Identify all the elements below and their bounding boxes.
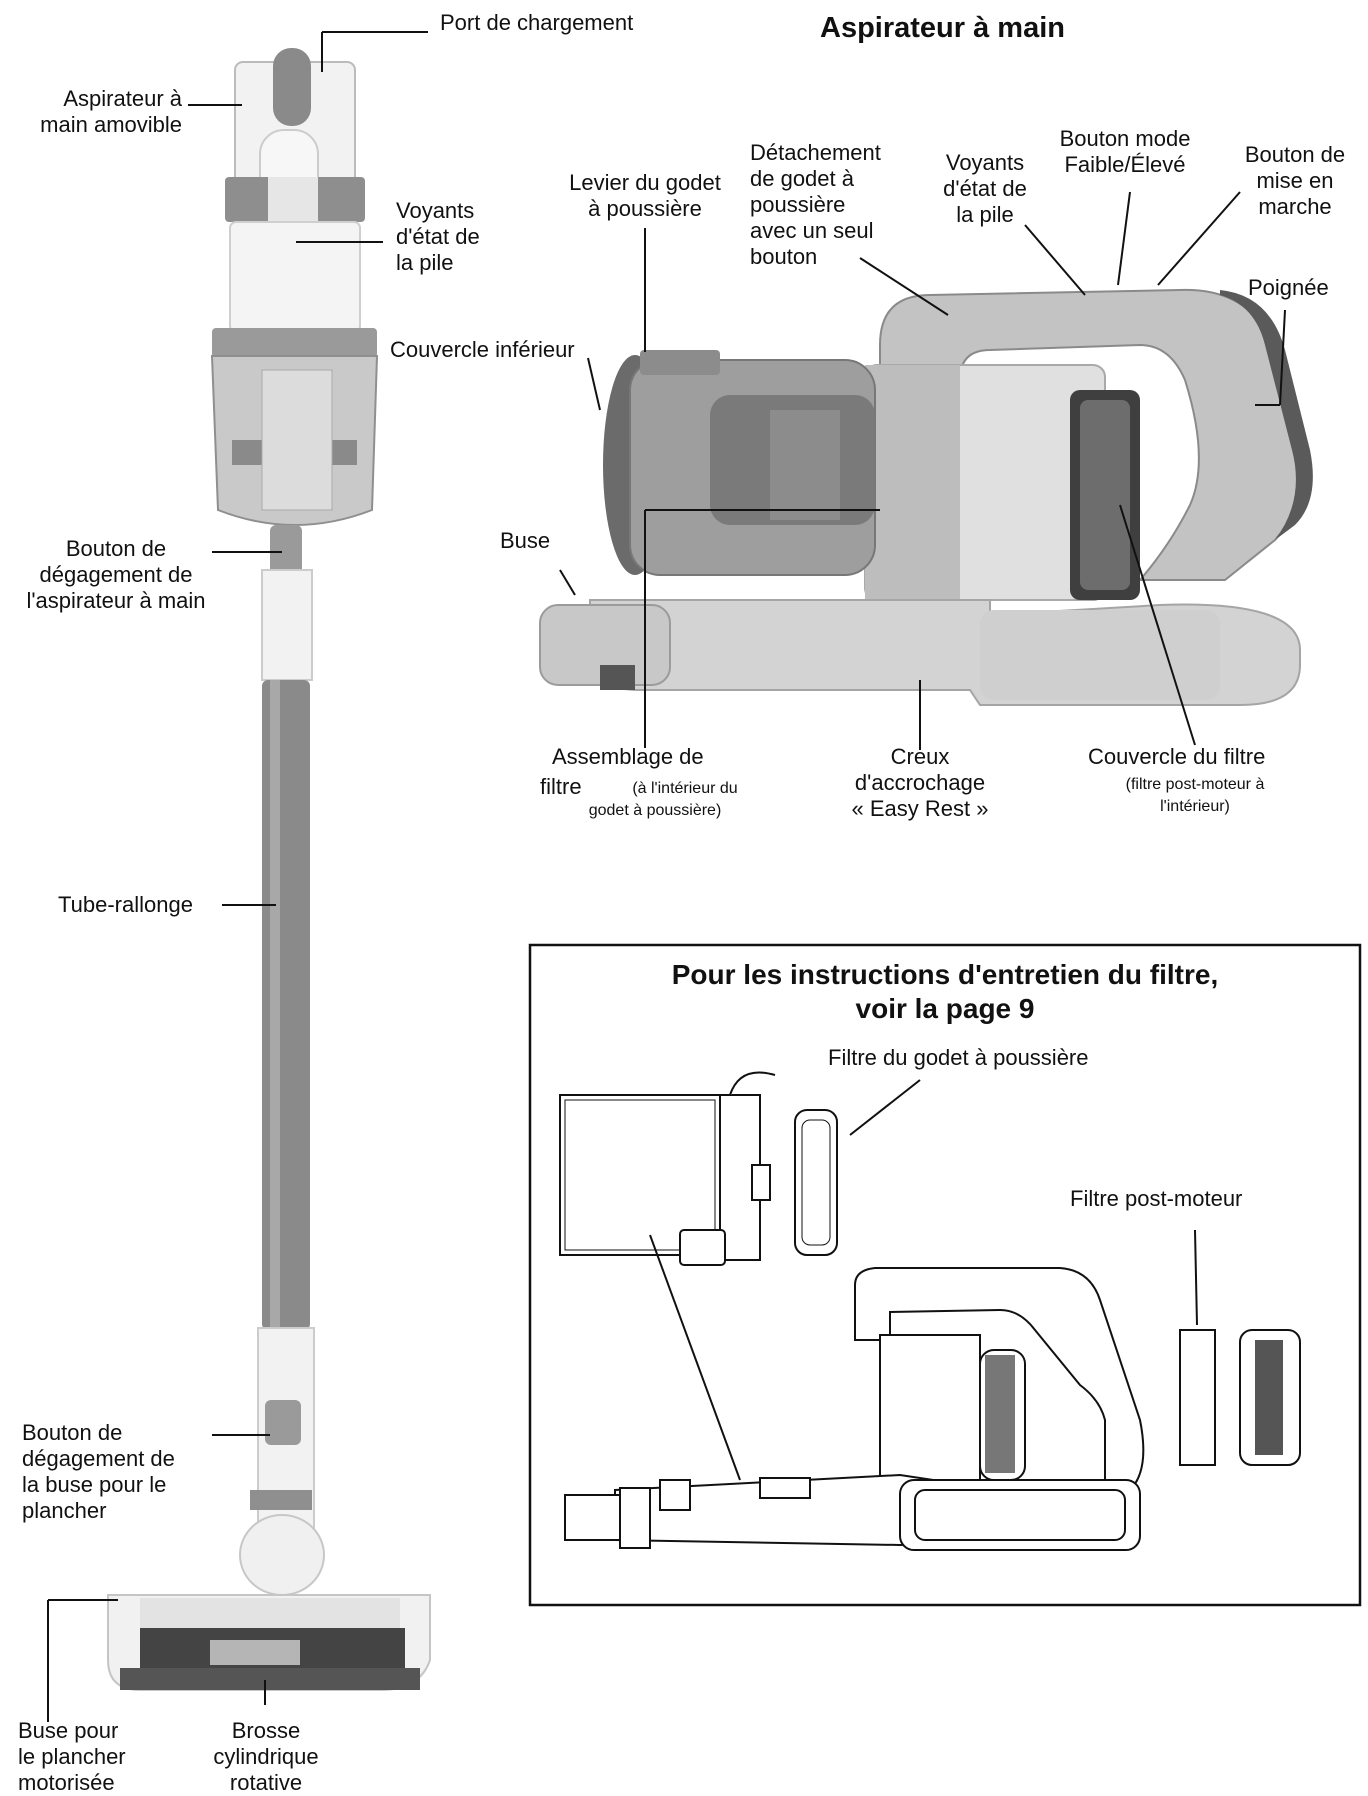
label-dust-cup-filter: Filtre du godet à poussière [828, 1045, 1089, 1070]
label-one-button-release: Détachement de godet à poussière avec un… [750, 140, 881, 269]
filter-box-frame [528, 943, 1362, 1607]
stick-vacuum-illustration [107, 48, 431, 1691]
label-filter-cover: Couvercle du filtre [1088, 744, 1266, 769]
page-title: Aspirateur à main [820, 12, 1065, 44]
label-brush-roll: Brosse cylindrique rotative [213, 1718, 319, 1795]
label-filter-assembly-2: filtre [540, 774, 582, 800]
label-handle: Poignée [1248, 275, 1329, 300]
label-power-button: Bouton de mise en marche [1244, 142, 1346, 219]
label-power-floor-nozzle: Buse pour le plancher motorisée [18, 1718, 126, 1795]
label-mode-button: Bouton mode Faible/Élevé [1059, 126, 1191, 177]
label-lower-cover: Couvercle inférieur [390, 337, 575, 362]
label-extension-tube: Tube-rallonge [58, 892, 193, 917]
label-removable-handheld: Aspirateur à main amovible [40, 86, 182, 137]
label-filter-assembly-note: (à l'intérieur du godet à poussière) [588, 780, 738, 819]
label-floor-nozzle-release: Bouton de dégagement de la buse pour le … [22, 1420, 175, 1523]
label-filter-assembly: Assemblage de [552, 744, 704, 769]
label-easy-rest: Creux d'accrochage « Easy Rest » [851, 744, 989, 821]
label-handheld-battery-indicators: Voyants d'état de la pile [943, 150, 1027, 227]
label-post-motor-filter: Filtre post-moteur [1070, 1186, 1243, 1211]
label-charging-port: Port de chargement [440, 10, 634, 35]
label-dust-cup-lever: Levier du godet à poussière [569, 170, 721, 221]
filter-box-title: Pour les instructions d'entretien du fil… [671, 959, 1219, 1024]
leader-lines [47, 31, 1286, 1722]
handheld-vacuum-illustration [539, 288, 1313, 706]
filter-line-drawing [559, 1071, 1301, 1551]
label-nozzle: Buse [500, 528, 551, 553]
label-filter-cover-note: (filtre post-moteur à l'intérieur) [1125, 776, 1265, 815]
label-filter-assembly-word: filtre [540, 774, 582, 799]
label-stick-battery-indicators: Voyants d'état de la pile [396, 198, 480, 275]
label-handheld-release: Bouton de dégagement de l'aspirateur à m… [26, 536, 206, 613]
